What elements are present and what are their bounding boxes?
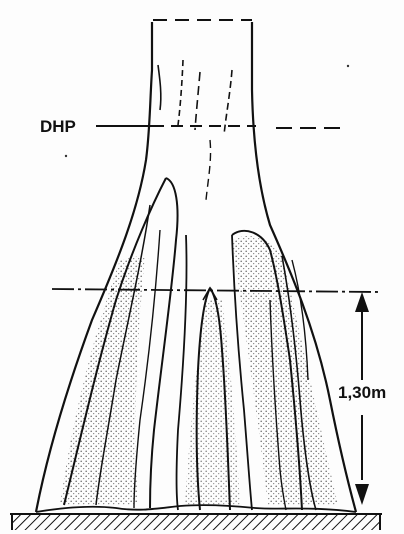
bark-fissure (158, 65, 161, 110)
bark-fissure (178, 60, 183, 125)
buttress-left-inner (150, 178, 178, 508)
speck (347, 65, 349, 67)
height-label: 1,30m (338, 383, 386, 403)
bark-fissure (206, 140, 211, 200)
buttress-center-left (177, 235, 187, 510)
bark-fissure (195, 72, 200, 130)
measure-line (52, 289, 380, 292)
speck (65, 155, 67, 157)
height-arrow-down (355, 484, 369, 505)
height-arrow-up (355, 292, 369, 312)
dhp-label: DHP (40, 117, 76, 137)
ground-hatching (12, 514, 380, 530)
stipple-center (185, 300, 240, 505)
root-base (36, 505, 356, 512)
